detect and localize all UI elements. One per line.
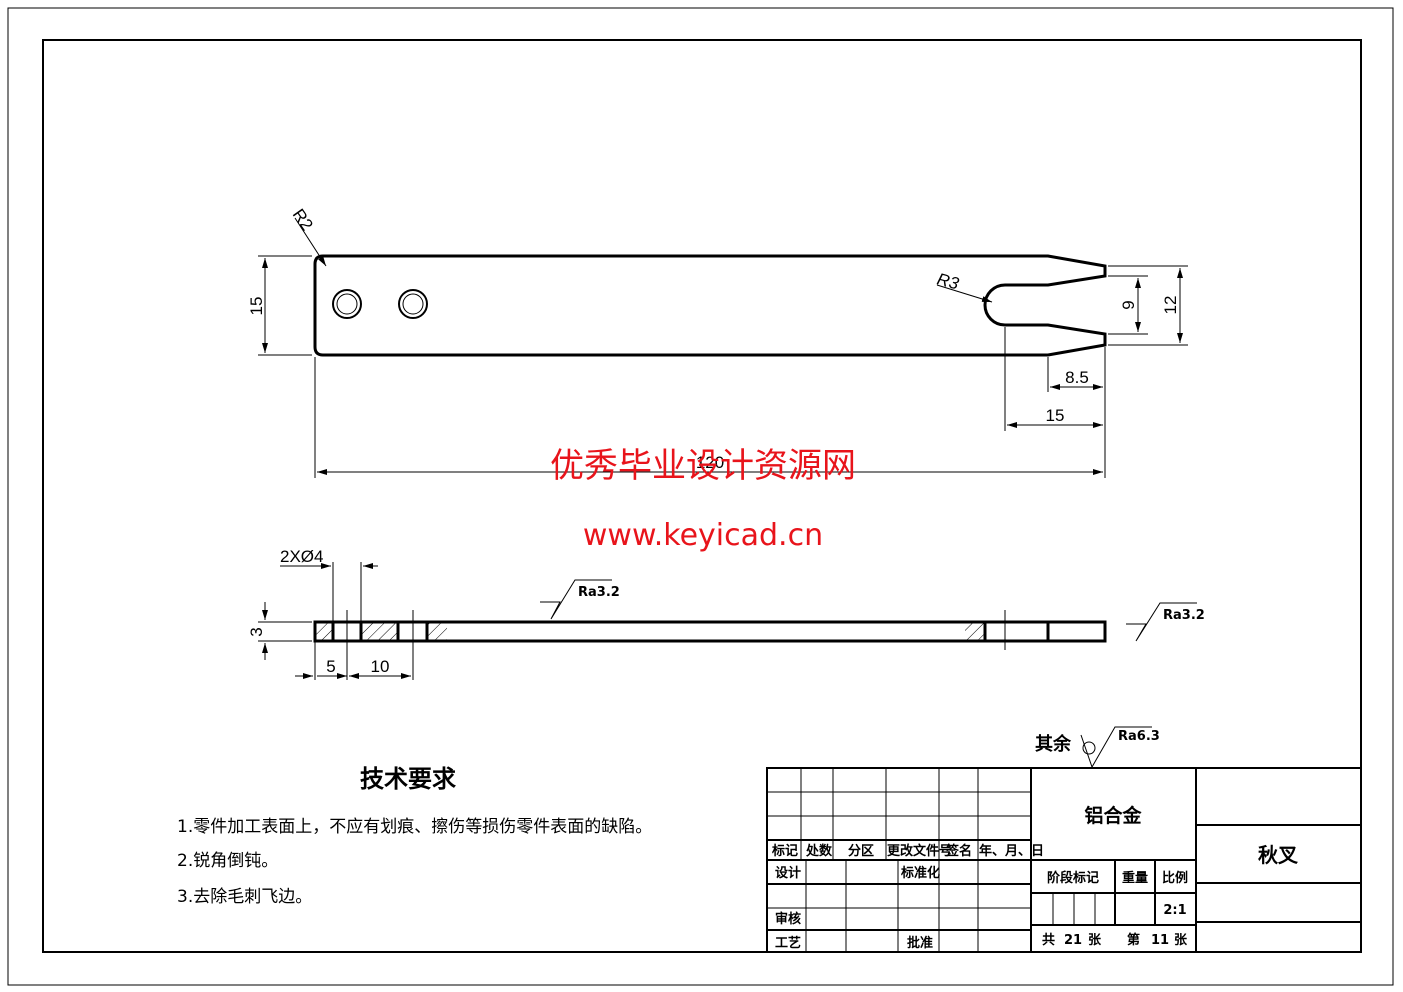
svg-text:Ra3.2: Ra3.2	[578, 585, 620, 600]
dim-pos-10: 10	[371, 657, 390, 676]
dim-end-12: 12	[1161, 296, 1180, 315]
dim-total-120: 120	[696, 453, 724, 472]
part-outline	[313, 254, 1107, 357]
tb-weight: 重量	[1122, 870, 1148, 886]
tb-sheet-unit-2: 张	[1174, 933, 1188, 948]
tech-item-3: 3.去除毛刺飞边。	[177, 887, 312, 907]
dim-r2: R2	[289, 205, 317, 234]
tb-material: 铝合金	[1084, 804, 1142, 827]
dim-thick-3: 3	[247, 627, 266, 636]
dim-r3: R3	[935, 270, 961, 294]
title-block: 标记 处数 分区 更改文件号 签名 年、月、日 设计 标准化 审核 工艺 批准 …	[766, 767, 1362, 953]
tb-header-change-doc: 更改文件号	[887, 843, 952, 859]
roughness-symbol-right: Ra3.2	[1126, 602, 1205, 642]
tb-header-mark: 标记	[771, 843, 798, 859]
tb-header-signature: 签名	[945, 843, 972, 859]
watermark-url[interactable]: www.keyicad.cn	[583, 518, 823, 553]
dim-pos-5: 5	[326, 657, 335, 676]
roughness-symbol-top: Ra3.2	[540, 579, 620, 620]
tb-process: 工艺	[775, 935, 801, 951]
tb-approve: 批准	[907, 935, 933, 951]
dim-len-15: 15	[1046, 406, 1065, 425]
hole-1	[332, 289, 362, 319]
svg-text:Ra6.3: Ra6.3	[1118, 729, 1160, 744]
tb-header-date: 年、月、日	[979, 843, 1044, 859]
svg-text:Ra3.2: Ra3.2	[1163, 608, 1205, 623]
tb-scale-label: 比例	[1162, 870, 1188, 886]
tech-title: 技术要求	[360, 765, 456, 793]
dim-len-8-5: 8.5	[1065, 368, 1089, 387]
tb-review: 审核	[775, 911, 801, 927]
tb-header-count: 处数	[805, 843, 833, 859]
side-view: 2XØ4 3 5 10 Ra3.2 Ra3.2	[247, 547, 1205, 680]
technical-requirements: 技术要求 1.零件加工表面上，不应有划痕、擦伤等损伤零件表面的缺陷。 2.锐角倒…	[177, 765, 652, 907]
dim-holes: 2XØ4	[280, 547, 323, 566]
tb-part-name: 秋叉	[1258, 843, 1299, 867]
tb-design: 设计	[775, 865, 801, 881]
tb-standardization: 标准化	[900, 865, 940, 881]
tb-sheets-total: 21	[1064, 933, 1082, 948]
dim-slot-9: 9	[1119, 300, 1138, 309]
top-view: 15 R2 R3 9 12 8.5 15 120	[247, 205, 1188, 478]
tech-item-1: 1.零件加工表面上，不应有划痕、擦伤等损伤零件表面的缺陷。	[177, 817, 652, 837]
tech-item-2: 2.锐角倒钝。	[177, 851, 278, 871]
tb-sheets-total-label: 共	[1042, 932, 1055, 948]
roughness-symbol-rest: Ra6.3	[1080, 726, 1160, 769]
tb-header-zone: 分区	[848, 843, 874, 859]
outer-border	[7, 7, 1394, 986]
roughness-rest-label: 其余	[1035, 733, 1072, 755]
tb-sheet-unit-1: 张	[1088, 933, 1102, 948]
tb-sheet-no: 11	[1151, 933, 1169, 948]
side-outline	[313, 620, 1107, 643]
watermark-title: 优秀毕业设计资源网	[550, 446, 856, 486]
tb-sheet-no-label: 第	[1127, 932, 1140, 948]
tb-scale: 2:1	[1163, 903, 1186, 918]
inner-frame	[42, 39, 1362, 953]
dim-height-15: 15	[247, 297, 266, 316]
hole-2	[398, 289, 428, 319]
tb-stage-mark: 阶段标记	[1047, 870, 1099, 886]
